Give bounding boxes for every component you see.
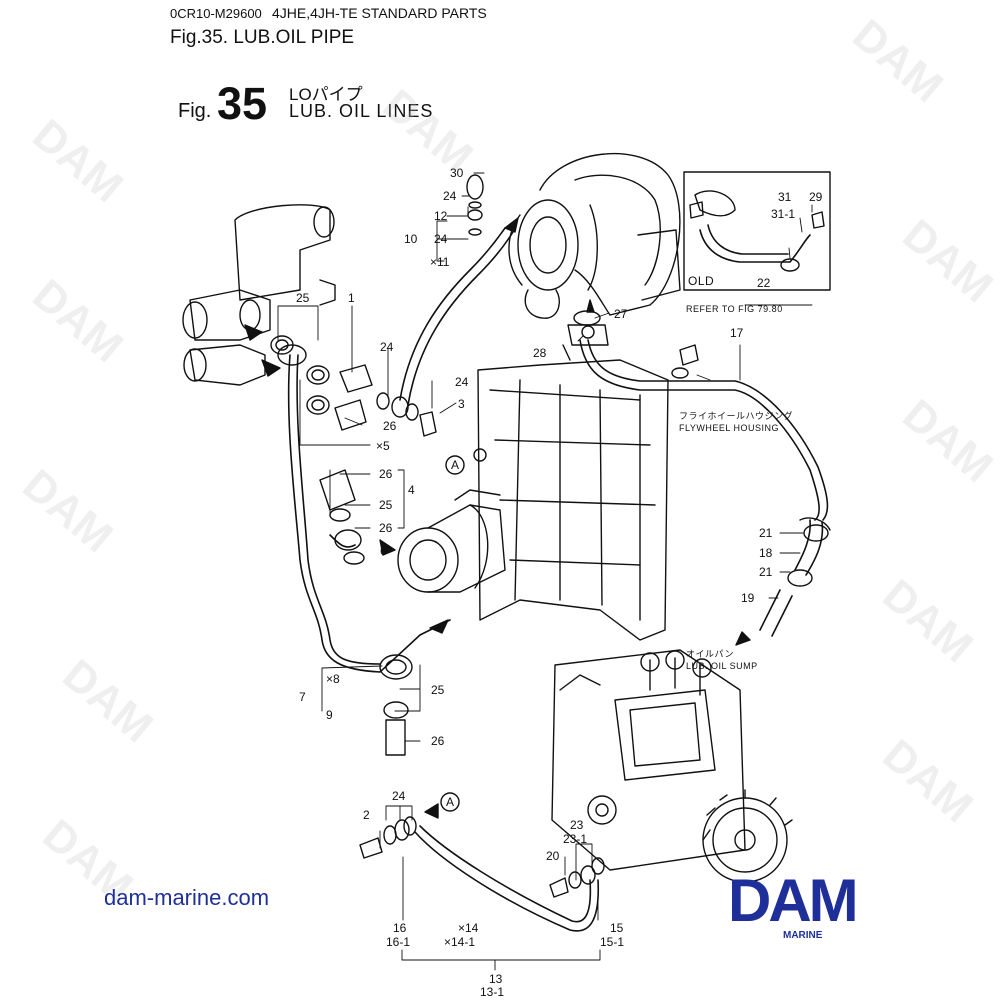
part-number-23: 23 bbox=[570, 818, 584, 832]
watermark-text: DAM bbox=[14, 460, 122, 562]
part-number-1: 1 bbox=[348, 291, 355, 305]
part-number-4: 4 bbox=[408, 483, 415, 497]
reference-marker-a-label: A bbox=[451, 458, 459, 472]
logo-text: DAM bbox=[728, 867, 859, 934]
oil-sump-label-jp: オイルパン bbox=[686, 649, 734, 659]
reference-marker-a bbox=[445, 455, 465, 475]
watermark-text: DAM bbox=[874, 730, 982, 832]
logo-subtext: MARINE bbox=[783, 930, 823, 941]
part-number-6: 6 bbox=[380, 544, 387, 558]
figure-title-japanese: LOパイプ bbox=[289, 85, 363, 104]
watermark-text: DAM bbox=[24, 110, 132, 212]
part-number-12: 12 bbox=[434, 209, 448, 223]
fig-word: Fig. bbox=[178, 100, 212, 122]
flywheel-housing-label: FLYWHEEL HOUSING bbox=[679, 423, 779, 433]
part-number-13-1: 13-1 bbox=[480, 985, 504, 999]
part-number-2: 2 bbox=[363, 808, 370, 822]
watermark-text: DAM bbox=[844, 10, 952, 112]
part-number-21: 21 bbox=[759, 565, 773, 579]
watermark-text: DAM bbox=[894, 210, 1000, 312]
website-link[interactable]: dam-marine.com bbox=[104, 885, 270, 910]
old-label: OLD bbox=[688, 274, 714, 288]
oil-sump-label: LUB. OIL SUMP bbox=[686, 661, 758, 671]
part-number-3: 3 bbox=[458, 397, 465, 411]
part-number-13: 13 bbox=[489, 972, 503, 986]
part-number-24: 24 bbox=[455, 375, 469, 389]
part-number-24: 24 bbox=[443, 189, 457, 203]
reference-marker-a bbox=[440, 792, 460, 812]
dam-logo: DAM MARINE bbox=[728, 867, 900, 944]
turbocharger-drawing bbox=[508, 152, 681, 319]
part-number-27: 27 bbox=[614, 307, 628, 321]
part-number-26: 26 bbox=[379, 467, 393, 481]
part-number-16-1: 16-1 bbox=[386, 935, 410, 949]
part-number-18: 18 bbox=[759, 546, 773, 560]
part-number-10: 10 bbox=[404, 232, 418, 246]
watermark-layer: DAM DAM DAM DAM DAM DAM DAM DAM DAM DAM … bbox=[14, 10, 1000, 912]
part-number-9: 9 bbox=[326, 708, 333, 722]
part-number-x5: ×5 bbox=[376, 439, 390, 453]
part-number-x11: ×11 bbox=[430, 255, 450, 269]
part-number-x14: ×14 bbox=[458, 921, 479, 935]
part-number-24: 24 bbox=[392, 789, 406, 803]
part-number-21: 21 bbox=[759, 526, 773, 540]
reference-marker-a-label: A bbox=[446, 795, 454, 809]
fittings-drawing bbox=[270, 174, 831, 898]
fig-number: 35 bbox=[217, 78, 268, 129]
part-number-20: 20 bbox=[546, 849, 560, 863]
part-number-15-1: 15-1 bbox=[600, 935, 624, 949]
part-number-26: 26 bbox=[379, 521, 393, 535]
figure-title-english: LUB. OIL LINES bbox=[289, 101, 434, 121]
part-number-25: 25 bbox=[296, 291, 310, 305]
flywheel-housing-label-jp: フライホイールハウジング bbox=[679, 410, 793, 421]
part-number-24: 24 bbox=[434, 232, 448, 246]
part-number-16: 16 bbox=[393, 921, 407, 935]
old-version-inset-box bbox=[683, 171, 831, 291]
leader-lines bbox=[277, 172, 813, 971]
part-number-22: 22 bbox=[757, 276, 771, 290]
part-number-7: 7 bbox=[299, 690, 306, 704]
injection-pump-drawing bbox=[551, 649, 793, 883]
watermark-text: DAM bbox=[894, 390, 1000, 492]
part-number-26: 26 bbox=[431, 734, 445, 748]
oil-pipes-drawing bbox=[287, 224, 829, 932]
part-number-28: 28 bbox=[533, 346, 547, 360]
part-number-30: 30 bbox=[450, 166, 464, 180]
cylinder-head-fittings-drawing bbox=[182, 204, 336, 386]
watermark-text: DAM bbox=[24, 270, 132, 372]
watermark-text: DAM bbox=[874, 570, 982, 672]
watermark-text: DAM bbox=[374, 80, 482, 182]
part-number-26: 26 bbox=[383, 419, 397, 433]
part-number-31: 31 bbox=[778, 190, 792, 204]
part-number-25: 25 bbox=[431, 683, 445, 697]
part-number-31-1: 31-1 bbox=[771, 207, 795, 221]
part-number-x14-1: ×14-1 bbox=[444, 935, 475, 949]
part-number-x8: ×8 bbox=[326, 672, 340, 686]
part-number-15: 15 bbox=[610, 921, 624, 935]
part-number-25: 25 bbox=[379, 498, 393, 512]
refer-to-figure-note: REFER TO FIG 79.80 bbox=[686, 304, 783, 314]
document-code: 0CR10-M29600 bbox=[170, 6, 262, 21]
flow-arrows bbox=[244, 217, 751, 819]
part-number-29: 29 bbox=[809, 190, 823, 204]
part-number-24: 24 bbox=[380, 340, 394, 354]
model-title: 4JHE,4JH-TE STANDARD PARTS bbox=[272, 5, 487, 21]
part-number-23-1: 23-1 bbox=[563, 832, 587, 846]
annotation-notes: OLD REFER TO FIG 79.80 フライホイールハウジング FLYW… bbox=[679, 274, 793, 671]
callout-labels: 30 24 12 10 24 ×11 25 1 24 24 3 26 ×5 26… bbox=[296, 166, 823, 999]
figure-caption: Fig.35. LUB.OIL PIPE bbox=[170, 27, 355, 48]
part-number-17: 17 bbox=[730, 326, 744, 340]
engine-block-drawing bbox=[397, 359, 669, 641]
watermark-text: DAM bbox=[54, 650, 162, 752]
part-number-19: 19 bbox=[741, 591, 755, 605]
